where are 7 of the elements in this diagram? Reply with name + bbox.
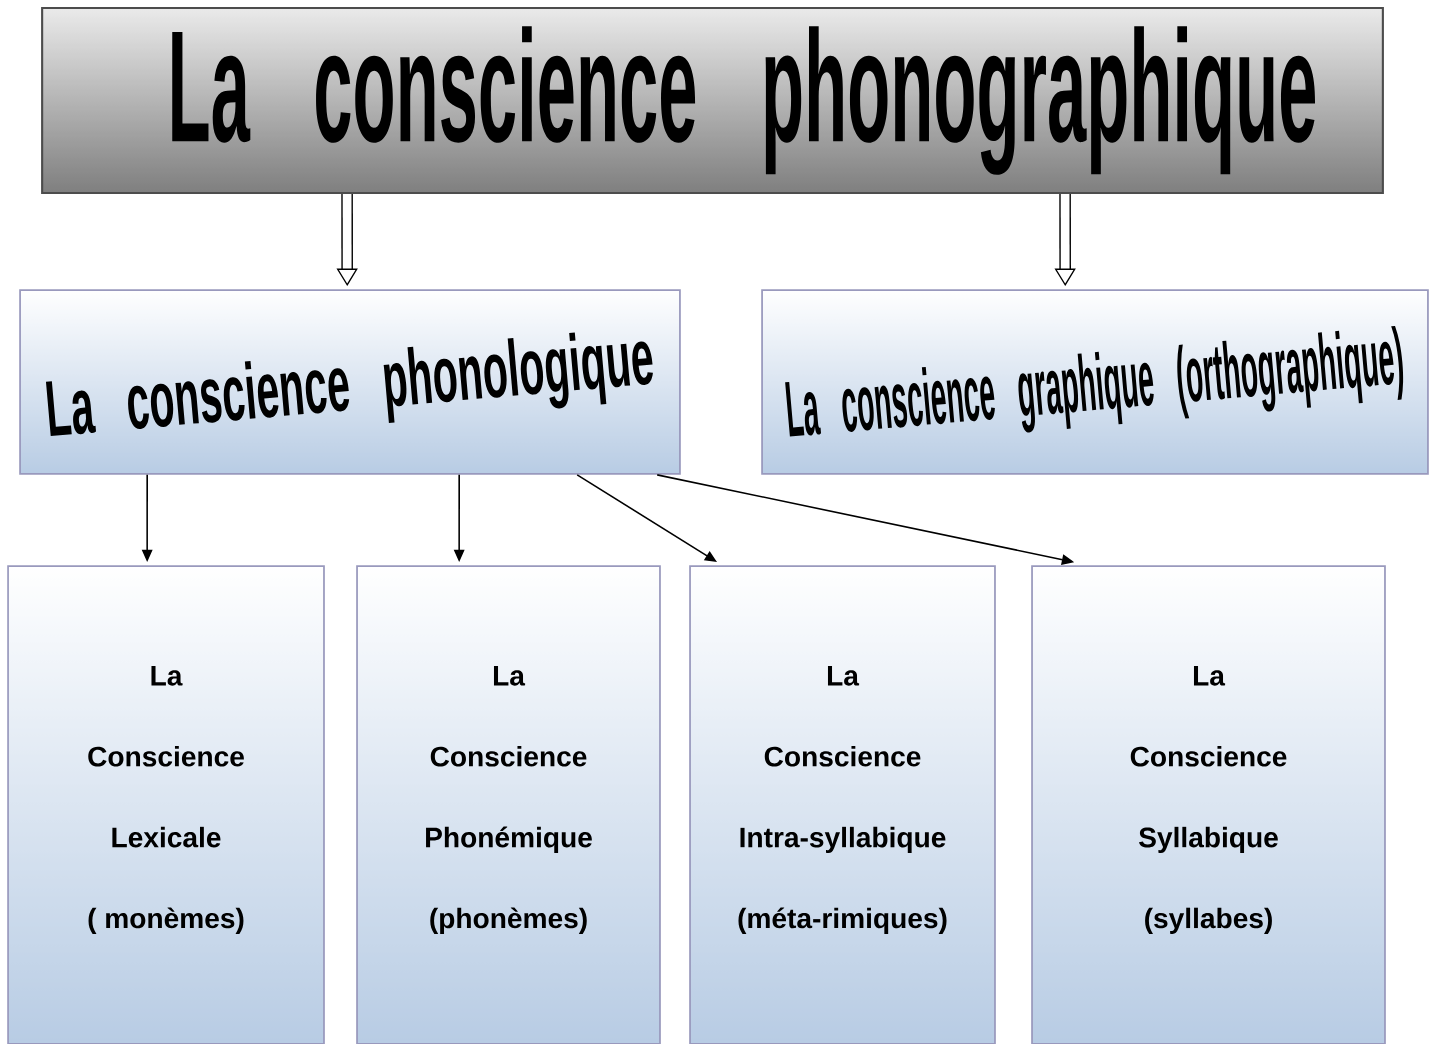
heading-box: La conscience phonographique	[41, 6, 1384, 195]
concept-box: La Conscience Syllabique (syllabes)	[1031, 565, 1386, 1044]
category-box: La conscience graphique (orthographique)	[761, 289, 1429, 475]
category-box: La conscience phonologique	[19, 289, 681, 475]
concept-box: La Conscience Intra-syllabique (méta-rimiques)	[689, 565, 996, 1044]
concept-box: La Conscience Lexicale ( monèmes)	[7, 565, 325, 1044]
concept-box: La Conscience Phonémique (phonèmes)	[356, 565, 661, 1044]
